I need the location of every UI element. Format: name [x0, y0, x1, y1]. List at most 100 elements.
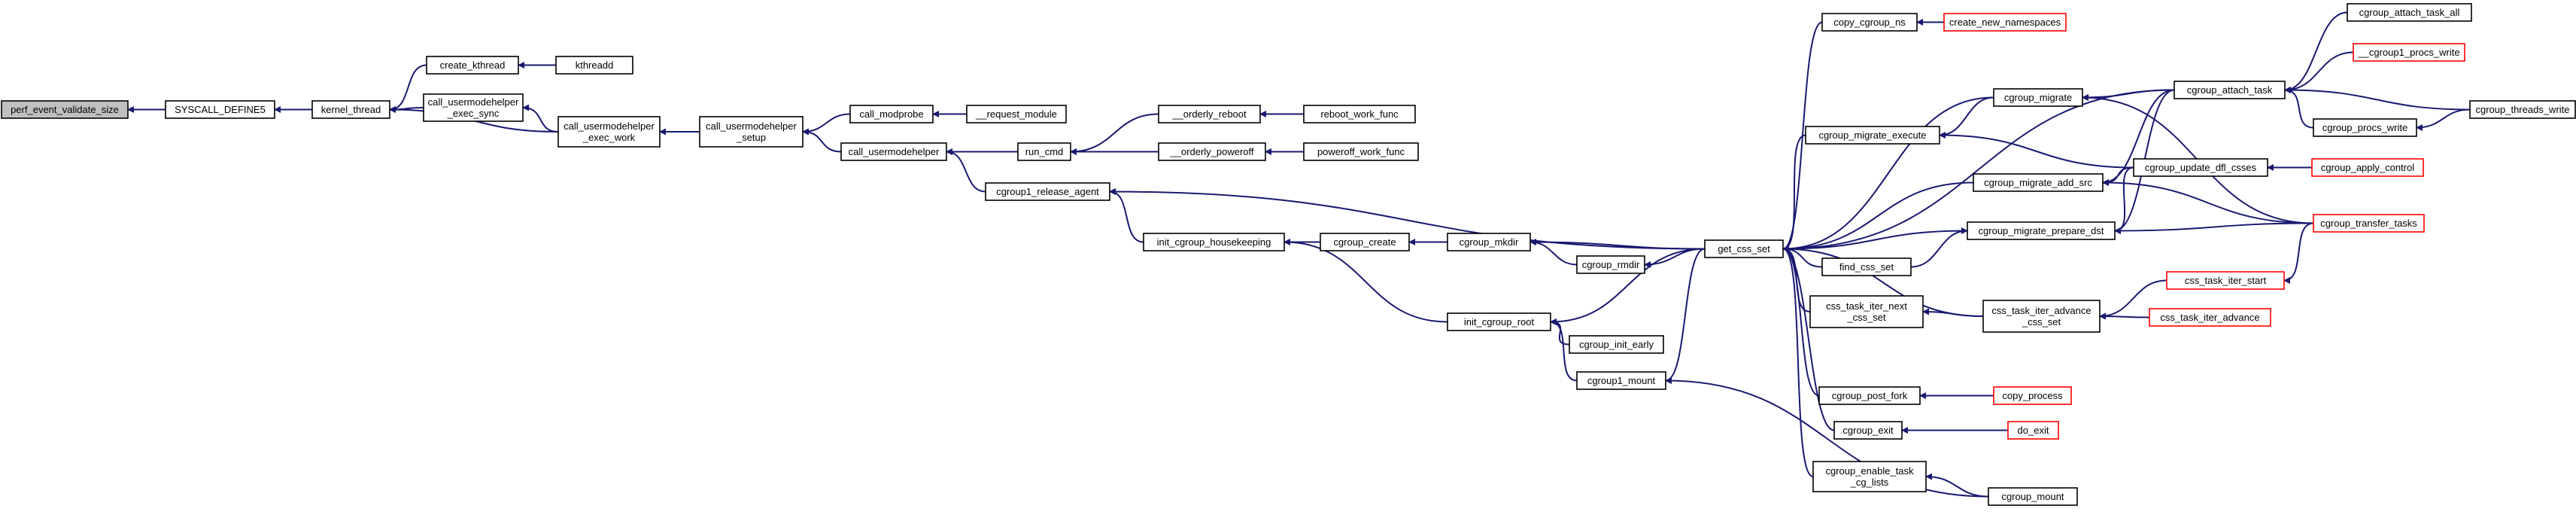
- node-c1ra[interactable]: cgroup1_release_agent: [985, 182, 1110, 201]
- node-ctis[interactable]: css_task_iter_start: [2166, 271, 2285, 290]
- node-fcs[interactable]: find_css_set: [1821, 257, 1912, 276]
- node-box: [849, 105, 934, 123]
- edge-cuhew-to-cuhes: [522, 104, 559, 133]
- node-box: [2166, 271, 2285, 290]
- node-sysdef[interactable]: SYSCALL_DEFINE5: [165, 100, 275, 119]
- node-ckthr[interactable]: create_kthread: [426, 56, 519, 75]
- node-label: cgroup1_release_agent: [996, 186, 1099, 197]
- node-cmp[interactable]: call_modprobe: [849, 105, 934, 123]
- node-cmas[interactable]: cgroup_migrate_add_src: [1973, 173, 2104, 192]
- node-label: __request_module: [975, 108, 1057, 120]
- edge-crmd-to-cmkd: [1530, 239, 1578, 266]
- node-label: cgroup_rmdir: [1582, 259, 1640, 270]
- node-label: cgroup_procs_write: [2322, 122, 2407, 133]
- node-cie[interactable]: cgroup_init_early: [1569, 335, 1664, 354]
- edge-cthw-to-cat: [2284, 87, 2471, 111]
- node-label: poweroff_work_func: [1317, 146, 1405, 157]
- node-cnns[interactable]: create_new_namespaces: [1943, 13, 2067, 32]
- node-cprw[interactable]: cgroup_procs_write: [2313, 118, 2417, 137]
- node-cac[interactable]: cgroup_apply_control: [2311, 158, 2424, 177]
- node-cmex[interactable]: cgroup_migrate_execute: [1805, 126, 1940, 145]
- node-box: [555, 56, 633, 75]
- node-ctt[interactable]: cgroup_transfer_tasks: [2313, 214, 2425, 233]
- node-box: [165, 100, 275, 119]
- node-box: [1569, 335, 1664, 354]
- edge-cata-to-cat: [2284, 11, 2348, 93]
- node-box: [1447, 233, 1531, 251]
- node-label: run_cmd: [1025, 146, 1064, 157]
- edge-cmex-to-gcs: [1782, 134, 1806, 252]
- node-box: [1943, 13, 2067, 32]
- node-cata[interactable]: cgroup_attach_task_all: [2347, 3, 2472, 22]
- node-box: [1988, 487, 2078, 506]
- node-box: [2149, 308, 2271, 327]
- node-box: [985, 182, 1110, 201]
- edges-layer: [127, 11, 2471, 498]
- edge-cudc-to-cmex: [1939, 132, 2134, 169]
- node-cudc[interactable]: cgroup_update_dfl_csses: [2133, 158, 2268, 177]
- node-ccre[interactable]: cgroup_create: [1320, 233, 1410, 251]
- edge-icr-to-ich: [1283, 239, 1448, 323]
- node-label: call_modprobe: [859, 108, 923, 120]
- node-box: [1303, 142, 1419, 161]
- node-c1pw[interactable]: __cgroup1_procs_write: [2353, 43, 2465, 62]
- node-cmkd[interactable]: cgroup_mkdir: [1447, 233, 1531, 251]
- edge-ckthr-to-kthr: [389, 64, 427, 113]
- node-cuhes[interactable]: call_usermodehelper_exec_sync: [423, 93, 524, 122]
- node-cuhs[interactable]: call_usermodehelper_setup: [699, 116, 803, 148]
- node-box: [1973, 173, 2104, 192]
- node-ccns[interactable]: copy_cgroup_ns: [1821, 13, 1918, 32]
- node-label: reboot_work_func: [1320, 108, 1399, 120]
- node-cthw[interactable]: cgroup_threads_write: [2469, 100, 2576, 119]
- node-box: [966, 105, 1067, 123]
- node-box: [840, 142, 947, 161]
- node-kthrd[interactable]: kthreadd: [555, 56, 633, 75]
- edge-cmpd-to-gcs: [1782, 230, 1968, 252]
- edge-cie-to-icr: [1550, 318, 1570, 346]
- node-cex[interactable]: cgroup_exit: [1833, 421, 1903, 440]
- node-box: [1967, 221, 2116, 240]
- node-crmd[interactable]: cgroup_rmdir: [1576, 255, 1645, 274]
- node-cmig[interactable]: cgroup_migrate: [1993, 88, 2083, 107]
- node-label: cgroup_mount: [2001, 491, 2064, 502]
- node-cetl[interactable]: cgroup_enable_task_cg_lists: [1812, 461, 1927, 492]
- node-ich[interactable]: init_cgroup_housekeeping: [1143, 233, 1285, 251]
- node-label: cgroup_attach_task_all: [2359, 7, 2460, 18]
- node-cpf[interactable]: cgroup_post_fork: [1818, 386, 1921, 405]
- edge-ctt-to-cmpd: [2114, 222, 2314, 234]
- edge-cudc-to-cmas: [2102, 166, 2134, 186]
- node-cat[interactable]: cgroup_attach_task: [2174, 81, 2286, 99]
- node-label: SYSCALL_DEFINE5: [175, 104, 266, 115]
- node-gcs[interactable]: get_css_set: [1704, 239, 1784, 258]
- node-runc[interactable]: run_cmd: [1017, 142, 1071, 161]
- node-cuh[interactable]: call_usermodehelper: [840, 142, 947, 161]
- edge-oreb-to-runc: [1070, 113, 1159, 155]
- edge-gcs-to-c1m: [1665, 248, 1706, 384]
- node-rwf[interactable]: reboot_work_func: [1303, 105, 1416, 123]
- node-box: [1993, 386, 2072, 405]
- node-ctiad[interactable]: css_task_iter_advance: [2149, 308, 2271, 327]
- node-label: __cgroup1_procs_write: [2357, 47, 2459, 58]
- node-label: cgroup_apply_control: [2321, 162, 2414, 173]
- node-box: [1017, 142, 1071, 161]
- node-ctia[interactable]: css_task_iter_advance_css_set: [1982, 300, 2101, 333]
- edge-cat-to-cmig: [2082, 89, 2175, 101]
- node-ctin[interactable]: css_task_iter_next_css_set: [1809, 295, 1924, 328]
- node-oreb[interactable]: __orderly_reboot: [1158, 105, 1261, 123]
- node-label: css_task_iter_next: [1826, 300, 1907, 312]
- node-cuhew[interactable]: call_usermodehelper_exec_work: [557, 116, 661, 148]
- node-cpp[interactable]: copy_process: [1993, 386, 2072, 405]
- node-kthr[interactable]: kernel_thread: [311, 100, 390, 119]
- node-pevs[interactable]: perf_event_validate_size: [1, 100, 129, 119]
- node-pwf[interactable]: poweroff_work_func: [1303, 142, 1419, 161]
- node-cmnt[interactable]: cgroup_mount: [1988, 487, 2078, 506]
- node-opow[interactable]: __orderly_poweroff: [1158, 142, 1266, 161]
- node-c1m[interactable]: cgroup1_mount: [1576, 371, 1666, 390]
- node-box: [2353, 43, 2465, 62]
- node-icr[interactable]: init_cgroup_root: [1447, 312, 1551, 331]
- node-dex[interactable]: do_exit: [2007, 421, 2059, 440]
- node-box: [1821, 13, 1918, 32]
- node-cmpd[interactable]: cgroup_migrate_prepare_dst: [1967, 221, 2116, 240]
- node-reqm[interactable]: __request_module: [966, 105, 1067, 123]
